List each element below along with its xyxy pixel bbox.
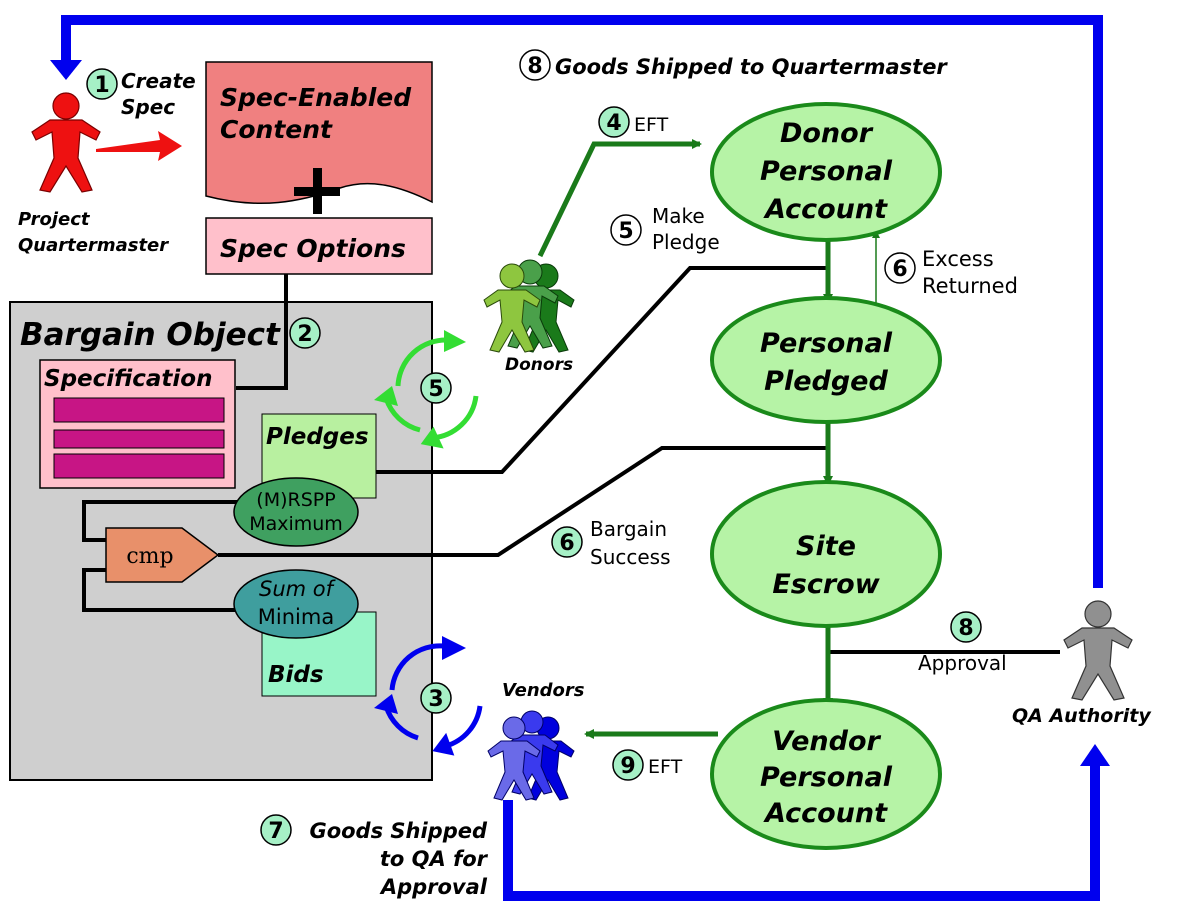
svg-text:4: 4: [606, 111, 621, 136]
make-pledge-line-2: Pledge: [652, 230, 720, 254]
donor-account-line-2: Personal: [760, 156, 893, 187]
svg-text:6: 6: [559, 531, 574, 556]
quartermaster-label-2: Quartermaster: [18, 235, 169, 256]
minima-line-1: Sum of: [259, 577, 337, 601]
spec-content-line-2: Content: [220, 115, 333, 144]
goods-to-quartermaster-label: Goods Shipped to Quartermaster: [555, 55, 948, 79]
excess-line-2: Returned: [922, 274, 1018, 298]
rspp-line-2: Maximum: [249, 513, 343, 535]
svg-text:7: 7: [268, 819, 283, 844]
svg-text:5: 5: [428, 377, 443, 402]
quartermaster-arrowhead: [50, 60, 82, 80]
svg-text:2: 2: [297, 322, 312, 347]
donor-account-line-3: Account: [763, 194, 888, 225]
quartermaster-label-1: Project: [18, 209, 91, 230]
badge-6-excess: 6: [884, 252, 916, 284]
create-spec-line-1: Create: [121, 69, 196, 93]
badge-7: 7: [260, 814, 292, 846]
pledges-label: Pledges: [266, 424, 369, 450]
badge-2: 2: [289, 317, 321, 349]
badge-8-top: 8: [519, 49, 551, 81]
rspp-to-cmp-line: [82, 500, 240, 542]
donors-eft-arrow: [537, 139, 702, 258]
goods-to-qa-line-3: Approval: [379, 875, 488, 899]
eft-bottom-label: EFT: [648, 756, 683, 778]
make-pledge-line-1: Make: [652, 204, 705, 228]
approval-label: Approval: [918, 651, 1007, 675]
quartermaster-person-icon: [31, 92, 101, 193]
pledged-line-1: Personal: [760, 328, 893, 359]
goods-to-qa-line-1: Goods Shipped: [309, 819, 488, 843]
svg-text:6: 6: [892, 257, 907, 282]
donors-label: Donors: [505, 355, 573, 375]
svg-text:8: 8: [958, 616, 973, 641]
vendors-group-icon: [487, 710, 575, 801]
badge-8-approval: 8: [950, 611, 982, 643]
rspp-to-escrow-line: [218, 446, 828, 557]
escrow-line-2: Escrow: [772, 569, 880, 600]
bids-label: Bids: [268, 662, 324, 688]
goods-to-qa-line-2: to QA for: [380, 847, 489, 871]
qa-to-quartermaster-flow: [61, 15, 1103, 588]
rspp-maximum-ellipse: [233, 477, 359, 547]
escrow-line-1: Site: [796, 531, 856, 562]
bargain-success-line-1: Bargain: [590, 517, 667, 541]
spec-options-box: [205, 217, 433, 275]
svg-text:3: 3: [428, 687, 443, 712]
bargain-success-line-2: Success: [590, 545, 671, 569]
pledges-to-pledged-line: [376, 266, 828, 474]
plus-sign-h: [294, 187, 340, 196]
svg-text:1: 1: [94, 73, 109, 98]
badge-9: 9: [612, 749, 644, 781]
cmp-comparator: [105, 527, 220, 583]
vendor-account-line-1: Vendor: [772, 726, 881, 757]
rspp-line-1: (M)RSPP: [256, 489, 335, 511]
badge-5-cycle: 5: [420, 372, 452, 404]
minima-to-cmp-line: [82, 568, 240, 612]
bid-cycle-icon: [374, 636, 483, 756]
badge-4: 4: [598, 106, 630, 138]
spec-bar-1: [53, 397, 225, 423]
create-spec-line-2: Spec: [121, 95, 175, 119]
svg-text:8: 8: [527, 54, 542, 79]
qa-authority-label: QA Authority: [1012, 705, 1152, 727]
svg-text:5: 5: [618, 219, 633, 244]
vendor-account-line-2: Personal: [760, 762, 893, 793]
donor-personal-account: [710, 102, 942, 242]
qa-authority-person-icon: [1063, 600, 1133, 701]
badge-5-pledge: 5: [610, 214, 642, 246]
personal-pledged: [710, 296, 942, 424]
vendor-account-line-3: Account: [763, 798, 888, 829]
site-escrow: [710, 480, 942, 628]
bargain-object-title: Bargain Object: [20, 317, 281, 353]
svg-text:9: 9: [620, 754, 635, 779]
vendors-to-qa-flow: [503, 760, 1100, 901]
spec-options-label: Spec Options: [220, 234, 406, 263]
specification-label: Specification: [44, 366, 212, 392]
cmp-label: cmp: [126, 544, 173, 569]
minima-line-2: Minima: [258, 605, 334, 629]
donor-account-line-1: Donor: [780, 118, 874, 149]
spec-bar-2: [53, 429, 225, 449]
excess-line-1: Excess: [922, 247, 994, 271]
badge-6-success: 6: [551, 526, 583, 558]
badge-1: 1: [86, 68, 118, 100]
spec-options-link: [236, 274, 288, 390]
spec-bar-3: [53, 453, 225, 479]
spec-content-line-1: Spec-Enabled: [220, 83, 412, 112]
pledged-line-2: Pledged: [764, 366, 888, 397]
eft-top-label: EFT: [634, 114, 669, 136]
vendors-label: Vendors: [502, 680, 585, 701]
badge-3: 3: [420, 682, 452, 714]
vendor-personal-account: [710, 698, 942, 850]
pledge-cycle-icon: [374, 330, 479, 449]
donors-group-icon: [483, 259, 575, 353]
sum-of-minima-ellipse: [233, 569, 359, 639]
create-spec-arrow: [96, 131, 182, 161]
qa-arrowhead: [1080, 744, 1110, 766]
